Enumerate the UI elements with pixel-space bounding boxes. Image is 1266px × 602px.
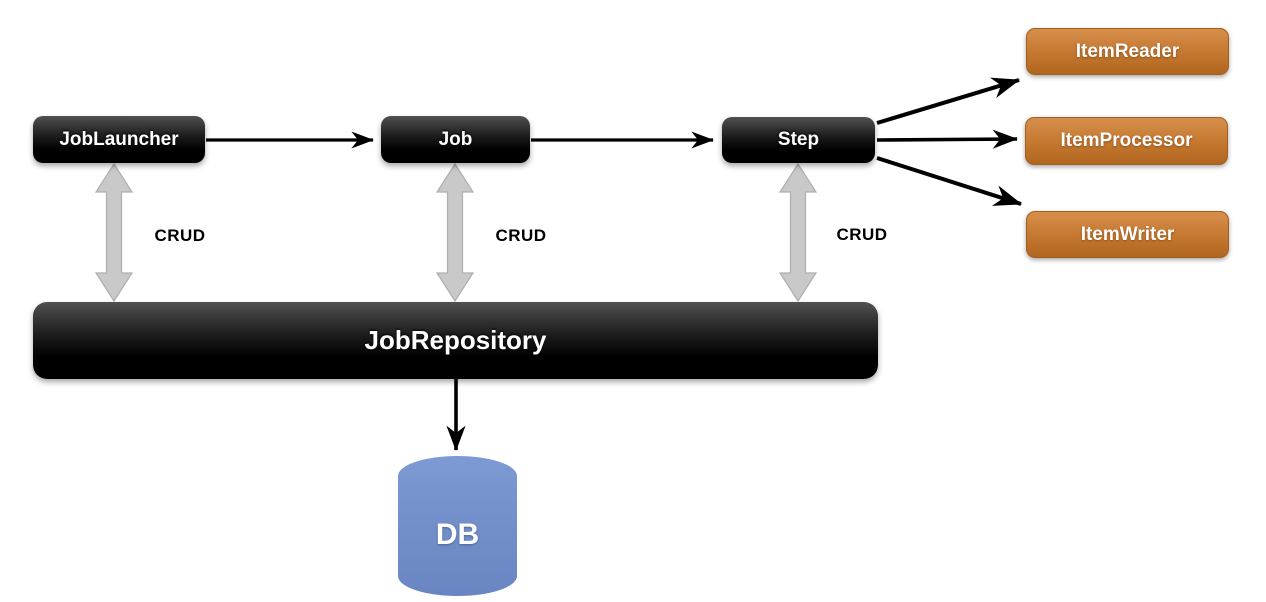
- node-item-writer: ItemWriter: [1026, 211, 1229, 258]
- edge-label-crud-step: CRUD: [836, 225, 888, 244]
- node-item-reader: ItemReader: [1026, 28, 1229, 75]
- arrow-step-to-item-reader: [876, 77, 1021, 125]
- node-job-label: Job: [438, 128, 473, 150]
- node-db database-cylinder: DB: [398, 456, 517, 596]
- edge-label-crud-job-launcher: CRUD: [154, 226, 206, 245]
- double-arrow-step-job-repository: [778, 162, 818, 303]
- arrow-step-to-item-processor: [876, 129, 1019, 149]
- node-job-repository: JobRepository: [33, 302, 878, 379]
- node-item-processor: ItemProcessor: [1025, 117, 1228, 165]
- node-step-label: Step: [777, 129, 820, 150]
- double-arrow-job-launcher-job-repository: [94, 162, 134, 303]
- node-step: Step: [722, 117, 875, 163]
- edge-label-crud-job: CRUD: [495, 226, 547, 245]
- node-job-launcher: JobLauncher: [33, 116, 205, 163]
- node-item-processor-label: ItemProcessor: [1060, 130, 1193, 151]
- node-job: Job: [381, 116, 530, 163]
- node-job-launcher-label: JobLauncher: [59, 128, 179, 150]
- node-job-repository-label: JobRepository: [364, 325, 547, 355]
- node-db-label: DB: [435, 518, 480, 551]
- node-item-writer-label: ItemWriter: [1080, 223, 1175, 245]
- node-item-reader-label: ItemReader: [1075, 40, 1180, 62]
- double-arrow-job-job-repository: [435, 162, 475, 303]
- arrow-step-to-item-writer: [876, 156, 1023, 206]
